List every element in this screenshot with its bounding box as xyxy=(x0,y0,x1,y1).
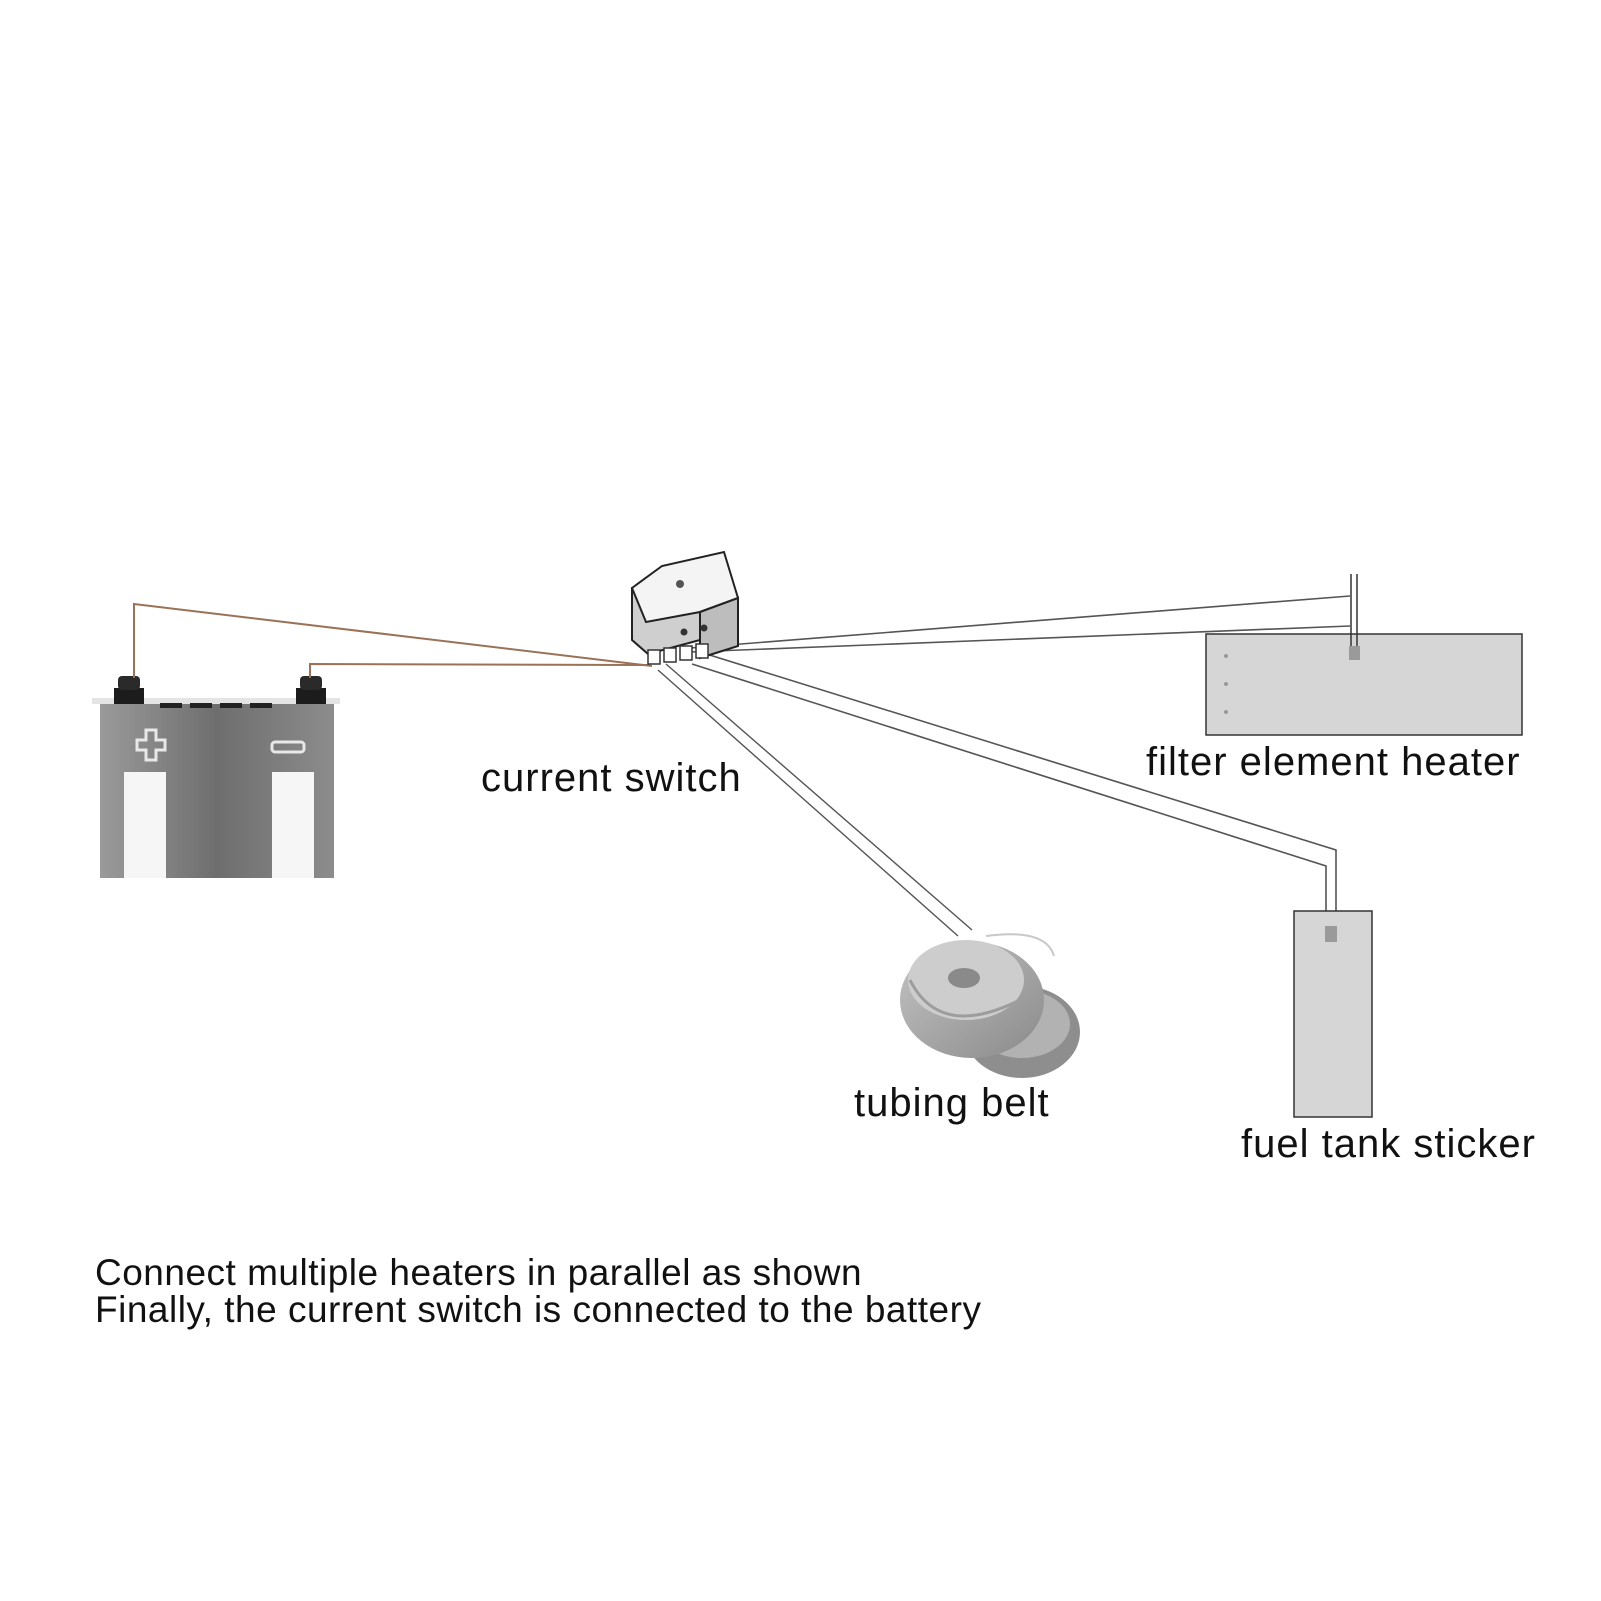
filter-element-heater-label: filter element heater xyxy=(1146,740,1521,784)
tubing-belt-wires xyxy=(657,663,973,937)
battery xyxy=(92,676,340,878)
positive-terminal xyxy=(114,676,144,704)
fuel-tank-sticker-label: fuel tank sticker xyxy=(1241,1122,1536,1166)
battery-wires xyxy=(133,602,653,678)
minus-symbol-icon xyxy=(270,740,306,754)
plus-symbol-icon xyxy=(135,728,167,762)
filter-heater-wires xyxy=(689,595,1351,653)
filter-element-heater xyxy=(1205,574,1523,736)
negative-terminal xyxy=(296,676,326,704)
instruction-line-2: Finally, the current switch is connected… xyxy=(95,1289,982,1330)
instruction-line-1: Connect multiple heaters in parallel as … xyxy=(95,1252,863,1293)
tubing-belt-label: tubing belt xyxy=(854,1081,1050,1125)
fuel-tank-sticker xyxy=(1293,910,1373,1118)
current-switch-label: current switch xyxy=(481,756,742,800)
tank-sticker-wires xyxy=(691,651,1337,918)
rocker-switch xyxy=(630,550,740,665)
tubing-belt-reel xyxy=(900,933,1080,1078)
